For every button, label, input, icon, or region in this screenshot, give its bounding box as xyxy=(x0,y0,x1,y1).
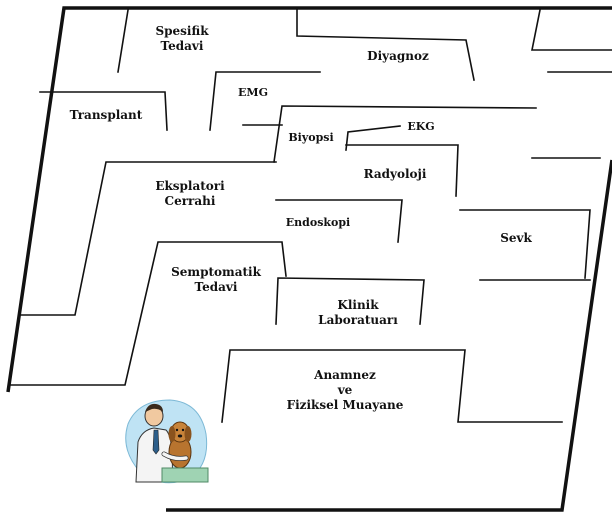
semptomatik-tedavi-label: Semptomatik Tedavi xyxy=(171,265,261,294)
spesifik-tedavi-label: Spesifik Tedavi xyxy=(155,24,209,53)
emg-label: EMG xyxy=(238,86,268,99)
veterinarian-with-dog-icon xyxy=(125,399,209,484)
eksplatori-cerrahi-label: Eksplatori Cerrahi xyxy=(155,179,225,208)
biyopsi-label: Biyopsi xyxy=(288,131,334,144)
sevk-label: Sevk xyxy=(500,231,532,245)
maze-frame-bottom xyxy=(166,159,612,512)
transplant-label: Transplant xyxy=(69,108,143,122)
maze-walls xyxy=(9,9,612,423)
klinik-laboratuari-label: Klinik Laboratuarı xyxy=(318,298,398,327)
maze-frame xyxy=(6,6,612,393)
diyagnoz-label: Diyagnoz xyxy=(367,49,429,63)
anamnez-label: Anamnez ve Fiziksel Muayane xyxy=(286,368,404,412)
radyoloji-label: Radyoloji xyxy=(363,167,427,181)
ekg-label: EKG xyxy=(407,120,435,133)
endoskopi-label: Endoskopi xyxy=(285,216,351,229)
